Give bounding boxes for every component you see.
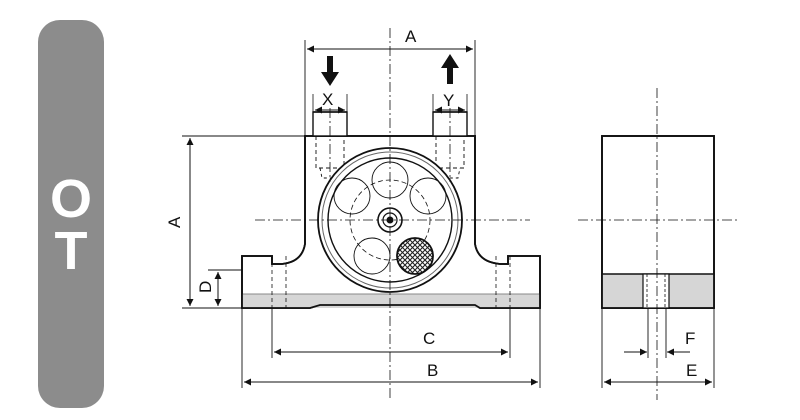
dim-label-c: C	[423, 329, 435, 348]
dimension-a-side	[182, 135, 305, 309]
ball	[353, 237, 391, 275]
dim-label-x: X	[322, 90, 333, 109]
dim-label-a-top: A	[405, 27, 417, 46]
side-view	[601, 135, 715, 309]
dimension-d	[208, 269, 242, 306]
centerlines-front	[255, 28, 530, 400]
series-letter-2: T	[54, 221, 88, 281]
dimension-f	[624, 308, 690, 358]
dim-label-b: B	[427, 361, 438, 380]
hatched-ball	[396, 237, 434, 275]
dimension-a-top	[304, 40, 476, 136]
dim-label-f: F	[685, 329, 695, 348]
ball	[333, 177, 371, 215]
dimension-e	[601, 308, 715, 388]
dim-label-d: D	[196, 281, 215, 293]
centerlines-side	[578, 88, 740, 400]
front-view	[241, 111, 541, 309]
dim-label-y: Y	[443, 91, 454, 110]
dimension-c	[271, 308, 511, 358]
dim-label-a-side: A	[165, 216, 184, 228]
dimension-b	[241, 308, 541, 388]
dim-label-e: E	[686, 361, 697, 380]
series-tab: O T	[38, 20, 104, 408]
ball	[409, 177, 447, 215]
arrow-down-icon	[321, 56, 339, 86]
series-letter-1: O	[49, 169, 92, 229]
arrow-up-icon	[441, 54, 459, 84]
